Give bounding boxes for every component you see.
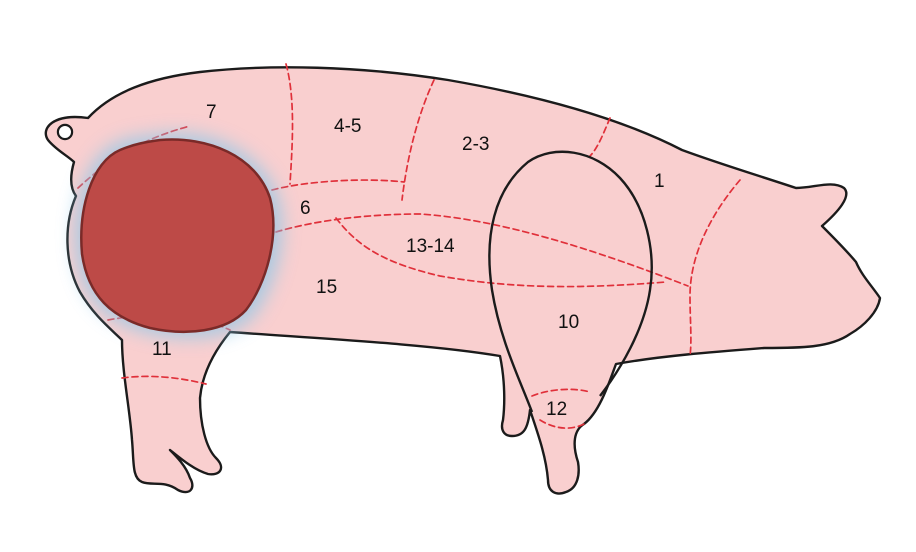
highlight-shape: [80, 138, 275, 333]
label-6: 6: [300, 198, 311, 219]
cut-line-11-bottom: [121, 375, 207, 385]
cut-labels: 7 4-5 2-3 1 6 13-14 15 10 11 12: [152, 102, 665, 420]
label-15: 15: [316, 277, 337, 298]
cut-line-2-3-1: [589, 117, 611, 157]
label-11: 11: [152, 339, 172, 360]
cut-line-6-upper: [271, 179, 405, 191]
cut-line-13-14: [335, 217, 667, 288]
label-10: 10: [558, 312, 579, 333]
cut-line-12-bottom: [539, 419, 585, 429]
ear-hole: [57, 124, 73, 140]
cut-line-7-4-5: [285, 63, 294, 185]
hind-leg-outline: [488, 150, 653, 413]
highlighted-cut: [74, 133, 283, 339]
label-12: 12: [546, 399, 567, 420]
label-2-3: 2-3: [462, 134, 489, 155]
label-13-14: 13-14: [406, 236, 455, 257]
cut-line-1-snout: [689, 179, 741, 357]
label-4-5: 4-5: [334, 116, 361, 137]
cut-line-4-5-2-3: [401, 79, 435, 201]
cut-line-12-top: [531, 388, 591, 397]
label-1: 1: [654, 171, 665, 192]
cut-line-6-lower: [275, 213, 689, 287]
label-7: 7: [206, 102, 217, 123]
